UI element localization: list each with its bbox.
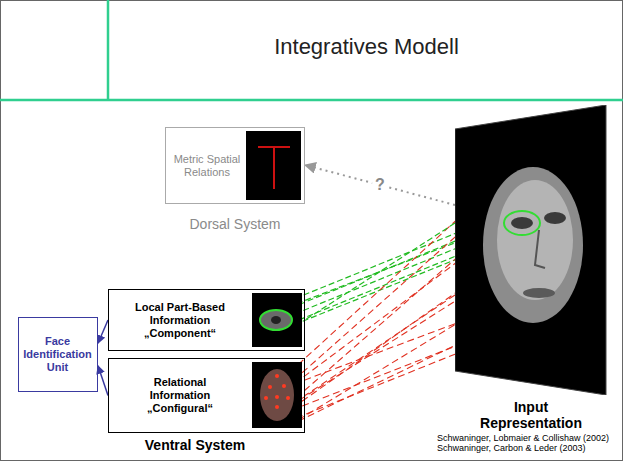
citation: Schwaninger, Lobmaier & Collishaw (2002): [437, 433, 619, 443]
node-outline: Face Identification Unit: [18, 317, 98, 392]
connector: [98, 320, 108, 343]
face: [483, 167, 583, 323]
metric-t-stem: [273, 147, 275, 189]
configural-point: [275, 374, 279, 378]
input-image: Input Representation: [455, 105, 607, 431]
node-outline: Local Part-Based Information „Component“: [108, 289, 305, 351]
dorsal-thumbnail: [246, 131, 301, 200]
citation: Schwaninger, Carbon & Leder (2003): [437, 443, 619, 453]
system-label: Ventral System: [128, 437, 262, 453]
configural-thumbnail: [252, 362, 302, 428]
node-outline: Relational Information „Configural“: [108, 358, 305, 433]
header-rule: [0, 99, 623, 102]
eye-highlight: [504, 211, 540, 235]
node-outline: [455, 105, 607, 395]
input-face-image: [455, 105, 607, 395]
component-thumbnail: [252, 293, 302, 347]
configural-point: [275, 395, 279, 399]
eye-pupil: [271, 316, 281, 324]
thumbnail-ground: [246, 131, 301, 200]
identification-box: Face Identification Unit: [18, 317, 98, 392]
component-box: Local Part-Based Information „Component“: [108, 289, 305, 351]
mouth: [523, 288, 555, 298]
node-heading: Dorsal System: [165, 216, 305, 232]
eye-part: [260, 310, 292, 330]
slide-title: Integratives Modell: [110, 34, 623, 60]
configural-box: Relational Information „Configural“: [108, 358, 305, 433]
connector: [305, 165, 455, 205]
configural-point: [286, 396, 290, 400]
node-outline: Metric Spatial Relations: [165, 127, 305, 204]
configural-point: [275, 405, 279, 409]
thumbnail-ground: [252, 362, 302, 428]
nose: [535, 230, 545, 268]
connector: [305, 223, 455, 320]
image-plane: [455, 105, 606, 395]
node-text: Relational Information „Configural“: [125, 376, 235, 415]
face-highlight: [497, 180, 573, 300]
header-rule: [107, 0, 110, 100]
dorsal-box: Metric Spatial RelationsDorsal System: [165, 127, 305, 232]
eye: [544, 212, 566, 224]
title-area: Integratives Modell: [110, 34, 623, 60]
edge-label: ?: [372, 176, 388, 194]
node-text: Local Part-Based Information „Component“: [125, 301, 235, 340]
connector: [305, 295, 455, 396]
connector: [98, 366, 108, 396]
eye: [511, 217, 533, 229]
face-silhouette: [260, 369, 294, 421]
thumbnail-ground: [252, 293, 302, 347]
node-text: Face Identification Unit: [22, 335, 93, 374]
configural-point: [282, 384, 286, 388]
configural-point: [264, 396, 268, 400]
node-text: Metric Spatial Relations: [168, 153, 246, 179]
node-heading: Input Representation: [455, 399, 607, 431]
configural-point: [268, 385, 272, 389]
